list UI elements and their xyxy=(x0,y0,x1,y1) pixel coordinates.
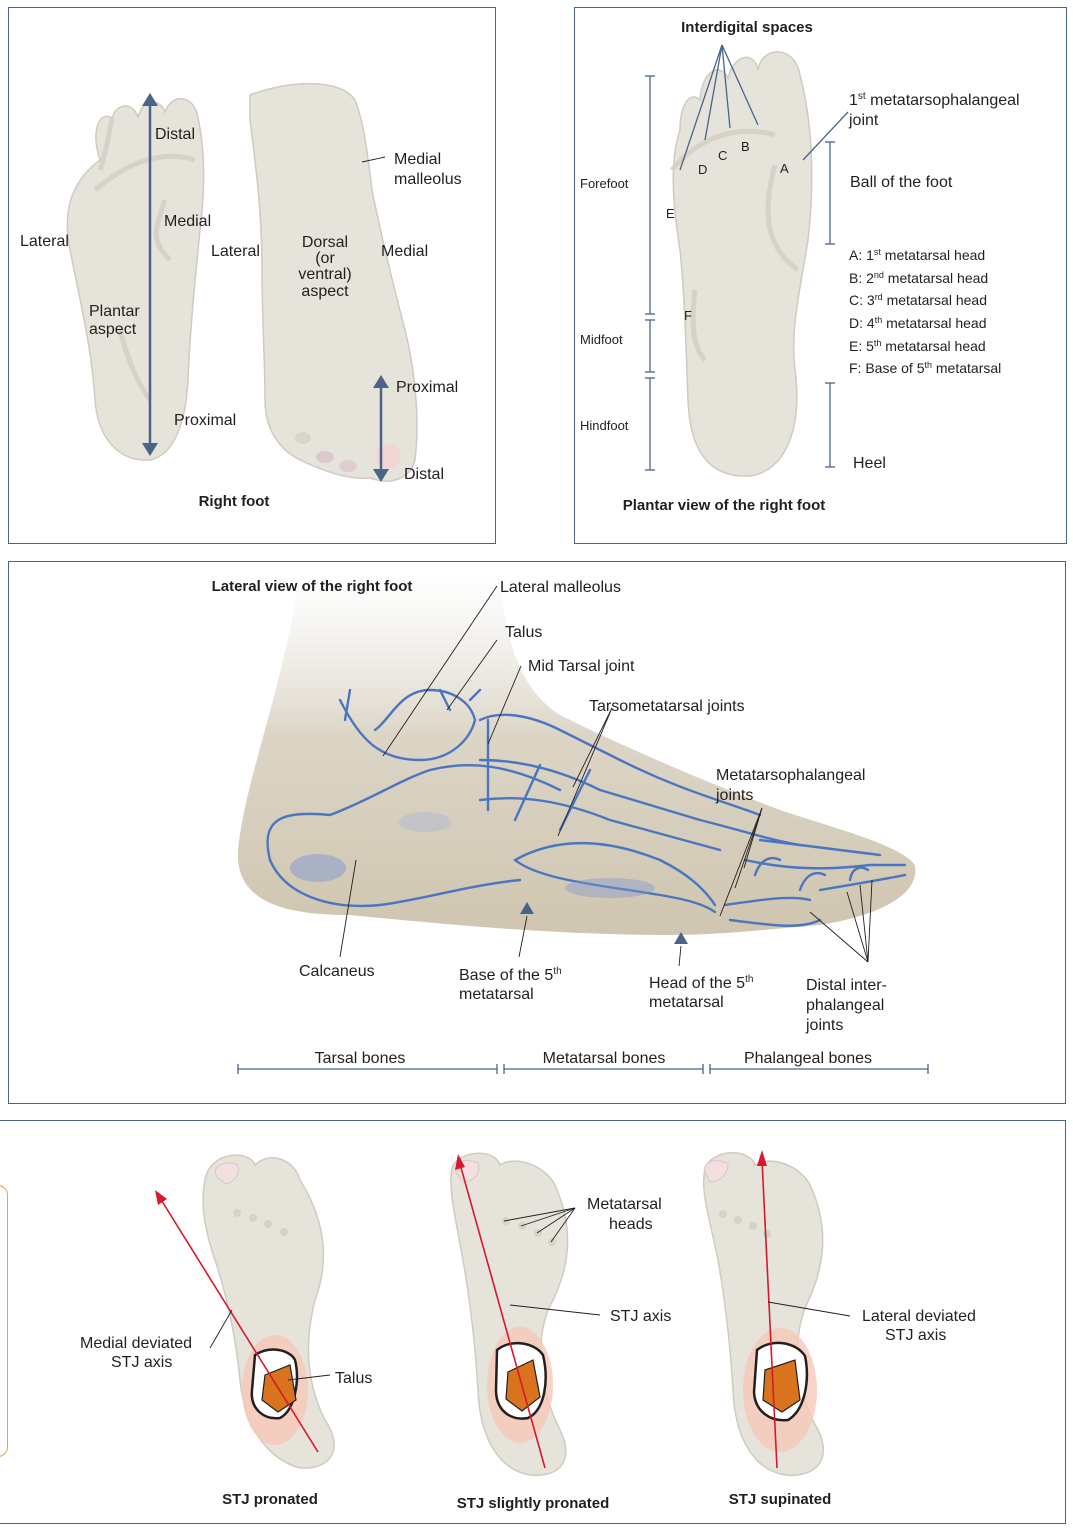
orange-callout-edge xyxy=(0,1185,8,1457)
panel-lateral-view xyxy=(8,561,1066,1104)
panel-right-foot xyxy=(8,7,496,544)
panel-stj-axis xyxy=(0,1120,1066,1524)
panel-plantar-view xyxy=(574,7,1067,544)
